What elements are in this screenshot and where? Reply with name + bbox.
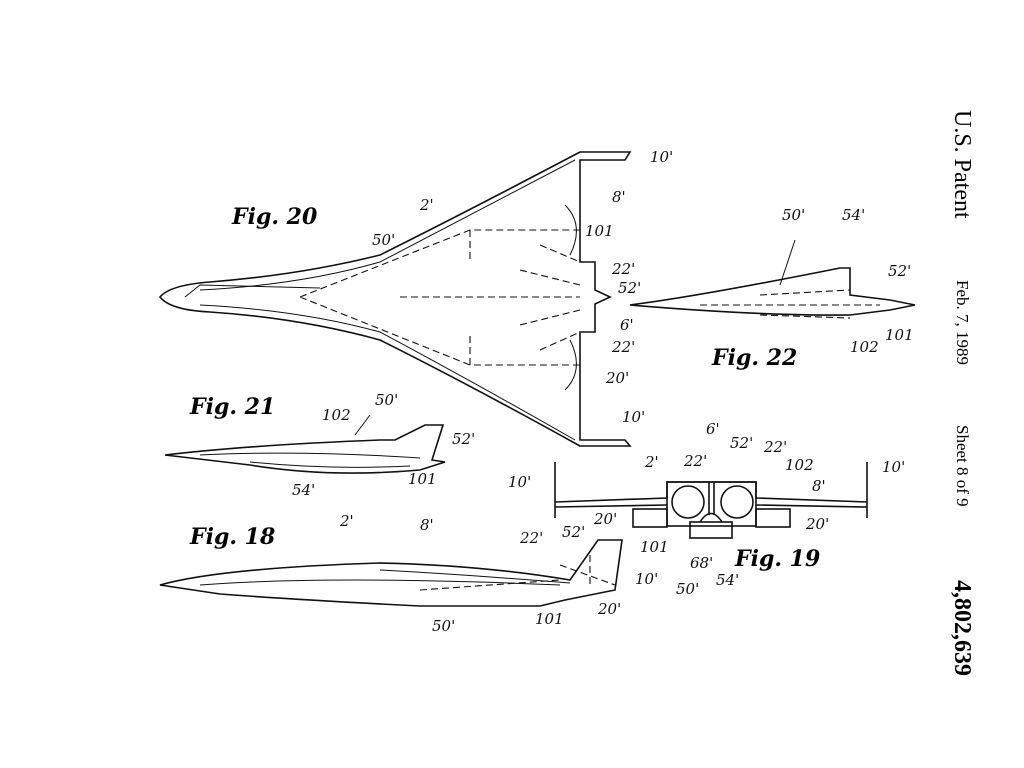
fig-21-title: Fig. 21	[189, 394, 275, 420]
fig-22-title: Fig. 22	[711, 345, 797, 371]
fig-19-title: Fig. 19	[734, 546, 820, 572]
ref-label: 50'	[372, 231, 395, 249]
fig-19-front-view: Fig. 19 10' 2' 22' 6' 52' 22' 102 8' 10'…	[508, 420, 905, 598]
fig-20-top-view: Fig. 20 2' 8' 10' 50' 101 22' 52' 6' 22'…	[158, 148, 673, 447]
ref-label: 101	[885, 326, 914, 344]
ref-label: 20'	[805, 515, 829, 533]
ref-label: 101	[408, 470, 437, 488]
ref-label: 6'	[620, 316, 634, 334]
ref-label: 54'	[716, 571, 739, 589]
ref-label: 52'	[730, 434, 753, 452]
ref-label: 2'	[339, 512, 354, 530]
ref-label: 22'	[763, 438, 787, 456]
ref-label: 10'	[635, 570, 658, 588]
ref-label: 50'	[432, 617, 455, 635]
fig-18-title: Fig. 18	[189, 524, 275, 550]
ref-label: 8'	[612, 188, 626, 206]
ref-label: 50'	[782, 206, 805, 224]
ref-label: 10'	[882, 458, 905, 476]
ref-label: 52'	[618, 279, 641, 297]
ref-label: 52'	[888, 262, 911, 280]
ref-label: 101	[585, 222, 614, 240]
ref-label: 22'	[519, 529, 543, 547]
ref-label: 50'	[375, 391, 398, 409]
ref-label: 52'	[452, 430, 475, 448]
ref-label: 8'	[420, 516, 434, 534]
ref-label: 102	[850, 338, 879, 356]
ref-label: 22'	[683, 452, 707, 470]
ref-label: 10'	[622, 408, 645, 426]
ref-label: 20'	[605, 369, 629, 387]
ref-label: 2'	[644, 453, 659, 471]
fig-22-view: Fig. 22 50' 54' 52' 101 102	[629, 206, 916, 371]
ref-label: 20'	[593, 510, 617, 528]
ref-label: 54'	[842, 206, 865, 224]
ref-label: 8'	[812, 477, 826, 495]
header-sheet: Sheet 8 of 9	[953, 425, 972, 507]
ref-label: 54'	[292, 481, 315, 499]
ref-label: 52'	[562, 523, 585, 541]
ref-label: 101	[535, 610, 564, 628]
ref-label: 10'	[650, 148, 673, 166]
header-title: U.S. Patent	[949, 110, 975, 219]
sheet-header: U.S. Patent Feb. 7, 1989 Sheet 8 of 9 4,…	[949, 110, 975, 676]
ref-label: 20'	[597, 600, 621, 618]
fig-21-view: Fig. 21 50' 102 52' 54' 101	[164, 391, 475, 499]
ref-label: 68'	[690, 554, 713, 572]
ref-label: 101	[640, 538, 669, 556]
ref-label: 22'	[611, 260, 635, 278]
ref-label: 10'	[508, 473, 531, 491]
header-date: Feb. 7, 1989	[953, 280, 972, 365]
ref-label: 2'	[419, 196, 434, 214]
ref-label: 22'	[611, 338, 635, 356]
ref-label: 102	[322, 406, 351, 424]
header-patent-number: 4,802,639	[949, 580, 975, 676]
fig-18-side-view: Fig. 18 2' 8' 22' 52' 10' 20' 50' 101	[159, 512, 658, 635]
fig-20-title: Fig. 20	[231, 204, 318, 230]
ref-label: 102	[785, 456, 814, 474]
ref-label: 50'	[676, 580, 699, 598]
ref-label: 6'	[706, 420, 720, 438]
